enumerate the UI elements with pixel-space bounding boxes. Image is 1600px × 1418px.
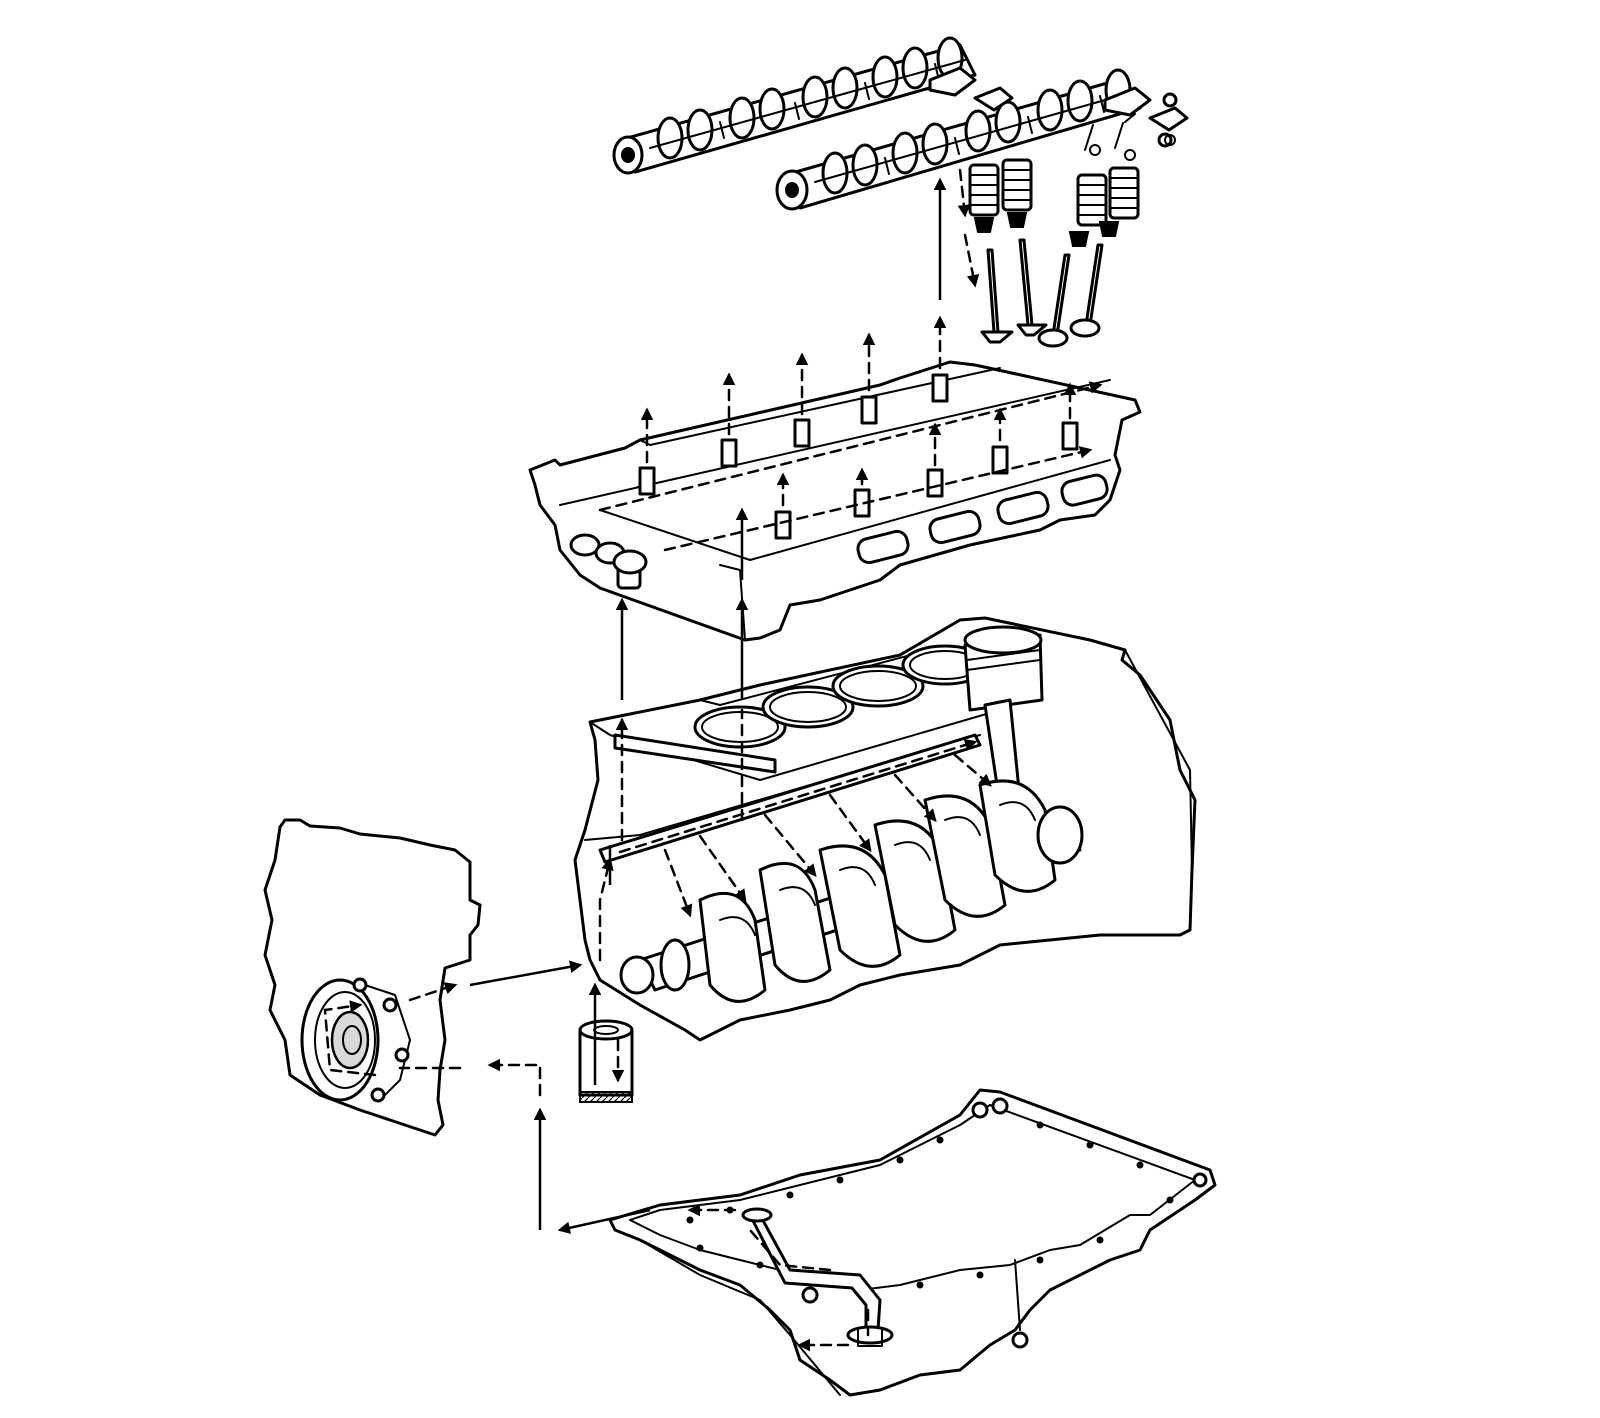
cylinder-head: [528, 360, 1142, 642]
oil-filter: [578, 1019, 634, 1103]
oil-pump: [263, 818, 482, 1137]
oil-pan: [608, 1088, 1217, 1397]
cam-followers: [928, 66, 1189, 148]
valves: [980, 238, 1104, 348]
oil-flow-arrows: [323, 168, 1103, 1352]
crankshaft: [619, 779, 1084, 1003]
intake-camshaft: [612, 36, 977, 175]
valve-springs: [968, 113, 1176, 247]
oil-pickup: [741, 1207, 894, 1347]
